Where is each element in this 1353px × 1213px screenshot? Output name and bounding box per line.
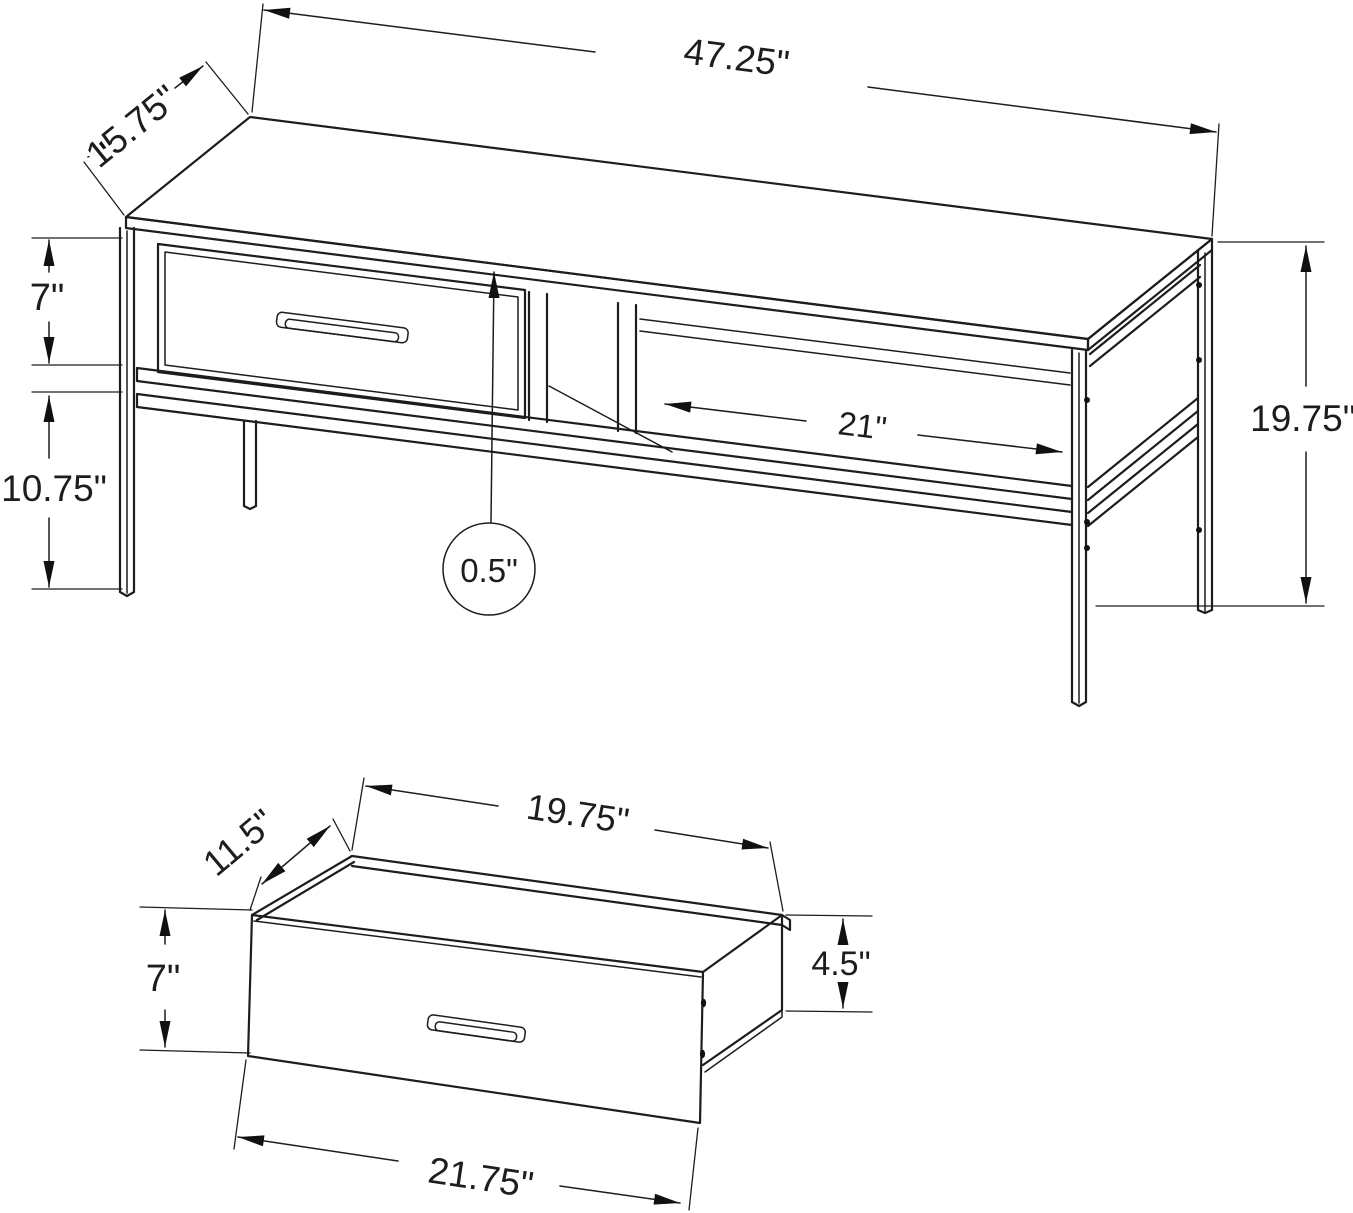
console-back-rail [639, 318, 1071, 386]
thickness-callout-circle [442, 522, 536, 616]
dim-label-drawer-outer-width: 21.75" [426, 1150, 537, 1206]
drawer-back-panel [350, 854, 792, 932]
console-bottom-shelf [135, 366, 1074, 527]
console-drawer-handle [275, 311, 409, 344]
console-drawing [118, 115, 1214, 708]
dim-console-drawer-height: 7" [26, 237, 123, 366]
drawer-left-rim [250, 854, 356, 922]
drawer-right-side-panel [701, 913, 784, 1073]
drawer-drawing [246, 854, 792, 1125]
dim-label-console-drawer-height: 7" [30, 277, 65, 319]
dim-label-console-panel-thickness: 0.5" [460, 552, 518, 589]
console-front-left-leg [118, 226, 136, 598]
drawer-handle [426, 1014, 527, 1043]
console-top-panel-front-edge [124, 215, 1090, 352]
console-back-left-leg [242, 419, 258, 511]
dim-console-leg-clearance: 10.75" [0, 391, 123, 590]
dim-drawer-depth: 11.5" [192, 797, 351, 911]
dim-label-console-depth: 15.75" [78, 77, 186, 175]
dim-label-console-width: 47.25" [682, 31, 792, 85]
console-divider-left [527, 290, 549, 424]
dim-console-opening-width: 21" [664, 401, 1063, 455]
dim-drawer-inner-width: 19.75" [351, 777, 784, 912]
dim-console-panel-thickness: 0.5" [442, 271, 536, 616]
console-side-rails [1086, 263, 1202, 528]
console-top-panel [124, 115, 1214, 341]
console-dimensions: 47.25" 15.75" 7" 10.75" [0, 3, 1353, 616]
dim-label-drawer-inner-width: 19.75" [524, 786, 632, 842]
drawer-front-panel [246, 913, 705, 1125]
console-front-right-leg [1070, 348, 1088, 708]
console-top-panel-side-edge [1086, 237, 1214, 352]
dim-drawer-front-height: 7" [139, 906, 253, 1054]
dim-console-overall-height: 19.75" [1095, 241, 1353, 607]
console-connector-holes [1084, 282, 1202, 551]
dim-drawer-side-height: 4.5" [785, 914, 874, 1013]
console-divider-right [616, 301, 638, 435]
dim-label-drawer-depth: 11.5" [195, 801, 283, 884]
console-drawer-front [156, 242, 527, 420]
console-back-right-leg [1196, 248, 1214, 615]
dim-label-console-leg-clearance: 10.75" [1, 468, 107, 509]
dim-label-console-opening-width: 21" [836, 404, 889, 447]
console-interior-corner-line [548, 385, 673, 453]
dim-label-drawer-front-height: 7" [146, 958, 181, 1000]
dim-label-console-overall-height: 19.75" [1250, 398, 1353, 439]
dim-label-drawer-side-height: 4.5" [811, 945, 870, 983]
dim-console-width: 47.25" [251, 3, 1220, 237]
dim-drawer-outer-width: 21.75" [233, 1059, 699, 1211]
drawer-screw-holes [699, 998, 707, 1059]
